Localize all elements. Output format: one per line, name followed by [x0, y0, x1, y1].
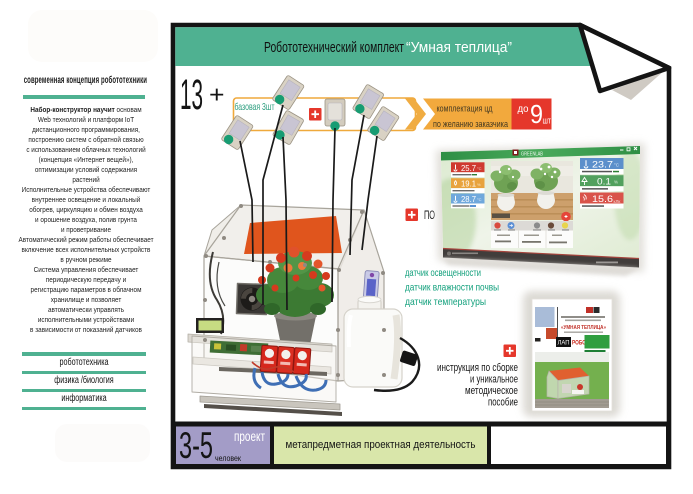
svg-text:3-5: 3-5 [179, 425, 213, 466]
svg-text:РОБО: РОБО [572, 340, 586, 347]
svg-text:13: 13 [180, 71, 203, 119]
svg-text:0.1: 0.1 [597, 177, 611, 188]
svg-text:19.1: 19.1 [461, 180, 477, 189]
svg-text:шт: шт [543, 116, 552, 126]
svg-text:методическое: методическое [465, 385, 518, 397]
svg-text:Робототехнический комплект: Робототехнический комплект [264, 40, 404, 56]
svg-text:кЛк: кЛк [614, 199, 621, 204]
svg-text:комплектация цд: комплектация цд [437, 104, 493, 115]
svg-text:“Умная теплица”: “Умная теплица” [406, 40, 512, 56]
svg-text:инструкция по сборке: инструкция по сборке [437, 362, 518, 374]
svg-text:9: 9 [530, 99, 543, 129]
svg-text:ПО: ПО [424, 208, 435, 222]
svg-text:%: % [614, 180, 618, 185]
svg-text:23.7: 23.7 [592, 160, 613, 171]
svg-text:датчик влажности почвы: датчик влажности почвы [405, 282, 499, 294]
svg-text:до: до [518, 104, 529, 115]
svg-text:°C: °C [477, 197, 482, 202]
svg-text:датчик температуры: датчик температуры [405, 296, 486, 308]
svg-text:ЛАП: ЛАП [558, 340, 570, 347]
svg-text:%: % [477, 182, 481, 187]
svg-text:28.7: 28.7 [461, 195, 477, 204]
svg-text:15.6: 15.6 [592, 194, 613, 205]
svg-text:«УМНАЯ ТЕПЛИЦА»: «УМНАЯ ТЕПЛИЦА» [561, 325, 606, 331]
svg-text:человек: человек [215, 453, 241, 463]
svg-text:проект: проект [234, 429, 265, 444]
svg-text:по желанию заказчика: по желанию заказчика [433, 119, 509, 130]
svg-text:метапредметная проектная деяте: метапредметная проектная деятельность [286, 439, 476, 451]
svg-text:°C: °C [477, 166, 482, 171]
svg-text:базовая 3шт: базовая 3шт [235, 101, 275, 113]
svg-text:и уникальное: и уникальное [470, 374, 518, 386]
svg-text:GREENLAB: GREENLAB [521, 152, 543, 158]
svg-text:датчик освещенности: датчик освещенности [405, 267, 481, 279]
svg-text:+: + [209, 82, 225, 109]
svg-text:25.7: 25.7 [461, 164, 477, 173]
svg-text:°C: °C [614, 163, 620, 168]
svg-text:пособие: пособие [488, 397, 518, 409]
